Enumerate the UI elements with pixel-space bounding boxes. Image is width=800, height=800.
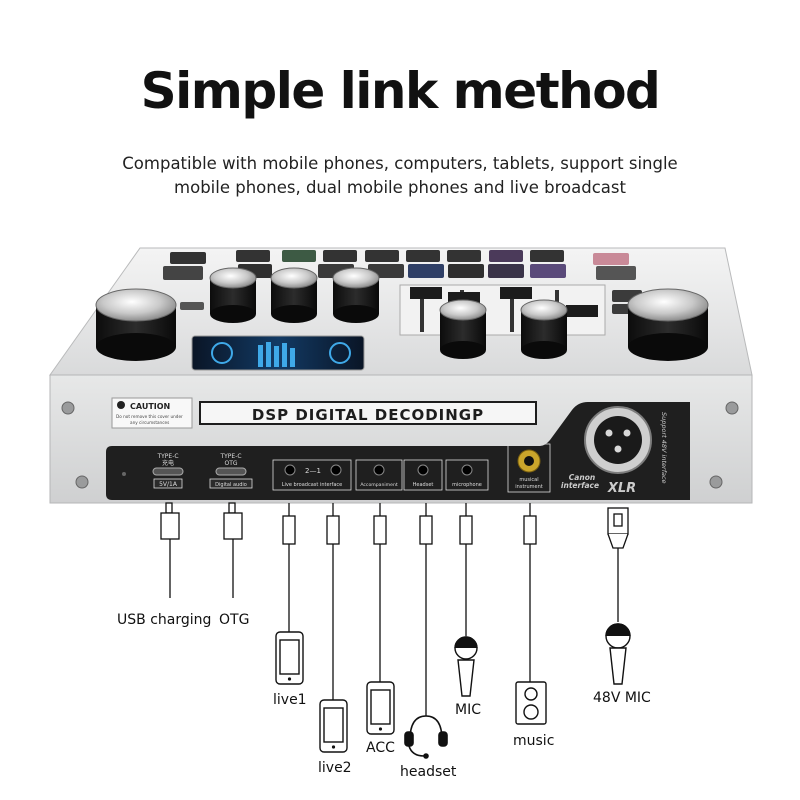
otg-label: OTG	[219, 612, 250, 628]
knob-large-left	[95, 288, 177, 361]
warning-icon	[117, 401, 125, 409]
microphone-icon	[454, 636, 478, 697]
phone-icon-acc	[366, 681, 395, 735]
mic-48v-label: 48V MIC	[593, 690, 651, 706]
knob-large-right	[627, 288, 709, 361]
brand-banner-frame	[199, 401, 537, 425]
pad-buttons	[163, 250, 642, 314]
xlr-label: XLR	[607, 481, 636, 496]
caution-text-1: Do not remove this cover under	[116, 414, 183, 419]
typec-otg-label: TYPE-C	[219, 453, 241, 460]
mic-cable	[459, 503, 473, 636]
live1-jack	[284, 464, 296, 476]
canon-label-2: interface	[561, 481, 599, 490]
headset-jack	[417, 464, 429, 476]
live2-jack	[330, 464, 342, 476]
instrument-label-1: musical	[519, 477, 538, 483]
microphone-48v-icon	[605, 623, 631, 685]
typec-otg-sub: OTG	[224, 460, 237, 467]
headset-label: headset	[400, 764, 457, 780]
knob-small-3	[332, 267, 380, 323]
caution-sticker	[111, 397, 193, 429]
live1-cable	[282, 503, 296, 632]
speaker-icon	[515, 681, 547, 725]
acc-jack	[373, 464, 385, 476]
knob-small-2	[270, 267, 318, 323]
music-cable	[523, 503, 537, 682]
headset-icon	[404, 715, 448, 759]
page-subtitle: Compatible with mobile phones, computers…	[122, 154, 678, 197]
live2-label: live2	[318, 760, 352, 776]
music-label: music	[513, 733, 555, 749]
accompaniment-label: Accompaniment	[360, 482, 398, 488]
phone-icon-live2	[319, 699, 348, 753]
live2-cable	[326, 503, 340, 700]
knob-small-1	[209, 267, 257, 323]
usb-charging-label: USB charging	[117, 612, 212, 628]
headset-cable	[419, 503, 433, 716]
live-broadcast-mark: 2—1	[305, 467, 321, 475]
typec-charge-sub: 充电	[162, 459, 174, 467]
phone-icon-live1	[275, 631, 304, 685]
mic-jack	[461, 464, 473, 476]
caution-text-2: any circumstances	[130, 420, 169, 425]
live1-label: live1	[273, 692, 307, 708]
usb-cable	[160, 502, 180, 598]
xlr-cable	[607, 507, 629, 622]
port-strip	[106, 402, 690, 500]
instrument-label-2: instrument	[515, 484, 542, 490]
brand-banner-text: DSP DIGITAL DECODINGP	[252, 406, 484, 424]
typec-otg-spec: Digital audio	[215, 482, 247, 488]
page-title: Simple link method	[140, 62, 661, 120]
acc-label: ACC	[366, 740, 395, 756]
typec-charge-port	[152, 467, 184, 476]
mic-label: MIC	[455, 702, 481, 718]
typec-charge-spec: 5V/1A	[159, 481, 178, 488]
typec-charge-label: TYPE-C	[156, 453, 178, 460]
live-broadcast-label: Live broadcast interface	[282, 482, 342, 488]
phantom-label: Support 48V interface	[660, 412, 668, 484]
headset-label: Headset	[413, 482, 434, 488]
knob-small-4	[439, 299, 487, 359]
canon-label-1: Canon	[569, 473, 595, 482]
caution-title: CAUTION	[130, 402, 170, 411]
vu-meter-bars	[211, 342, 351, 367]
microphone-label: microphone	[452, 482, 482, 488]
knob-small-5	[520, 299, 568, 359]
otg-cable	[223, 502, 243, 598]
fader-section	[399, 284, 606, 336]
acc-cable	[373, 503, 387, 682]
typec-otg-port	[215, 467, 247, 476]
